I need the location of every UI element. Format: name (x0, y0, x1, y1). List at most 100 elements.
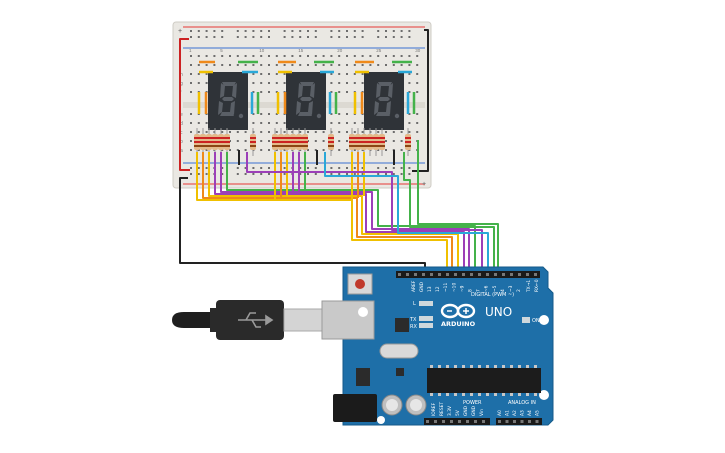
rail-plus-label-bottom: + (422, 181, 426, 188)
pin-label-digital: 12 (435, 286, 441, 292)
wire-bundle[interactable] (179, 29, 499, 276)
pin-label-digital: ~3 (508, 285, 514, 292)
pin-label-digital: ~9 (459, 285, 465, 292)
resistor[interactable] (200, 128, 206, 156)
on-led-label: ON (532, 318, 540, 324)
wire-orange-a[interactable] (202, 152, 453, 276)
pin-label-power: 3.3V (447, 406, 453, 416)
seven-segment-display[interactable] (208, 72, 248, 130)
usb-plug-icon (238, 312, 274, 328)
pin-label-analog: A1 (505, 410, 511, 416)
breadboard-jumpers[interactable] (197, 60, 416, 114)
resistors[interactable] (194, 128, 411, 156)
resistor[interactable] (272, 128, 278, 156)
pin-label-power: 5V (455, 410, 461, 416)
resistor[interactable] (405, 128, 411, 156)
pin-label-digital: 2 (516, 289, 522, 292)
resistor[interactable] (250, 128, 256, 156)
atmega-chip (427, 368, 541, 393)
column-number: 20 (337, 48, 343, 53)
wire-digit-select-2[interactable] (324, 152, 489, 276)
pin-label-gnd: GND (419, 281, 425, 292)
wire-digit-select-1[interactable] (246, 152, 483, 276)
pin-label-digital: 4 (500, 289, 506, 292)
pin-label-analog: A3 (520, 410, 526, 416)
resistor[interactable] (278, 128, 284, 156)
resistor[interactable] (290, 128, 296, 156)
wire-digit-select-3[interactable] (403, 152, 495, 276)
pin-label-analog: A5 (535, 410, 541, 416)
analog-header-label: ANALOG IN (508, 400, 536, 406)
pin-label-digital: ~5 (492, 285, 498, 292)
pin-label-analog: A4 (527, 410, 533, 416)
pin-label-tx: TX→1 (526, 280, 532, 293)
tx-led-label: TX (409, 317, 417, 323)
pin-label-power: IOREF (431, 402, 437, 416)
usb-cable[interactable] (172, 300, 323, 340)
pin-label-analog: A0 (497, 410, 503, 416)
row-letter: c (180, 130, 183, 136)
resistor[interactable] (361, 128, 367, 156)
pin-label-power: GND (471, 405, 477, 416)
column-number: 1 (189, 48, 192, 53)
reset-button-icon (355, 279, 365, 289)
arduino-uno-board[interactable]: L TX RX ON ARDUINO UNO DIGITAL (PWM ~) P… (321, 266, 554, 426)
usb-b-socket (321, 300, 375, 340)
pin-label-digital: ~11 (443, 283, 449, 292)
power-header-label: POWER (463, 400, 482, 406)
rail-plus-label: + (178, 28, 182, 35)
seven-segment-display[interactable] (364, 72, 404, 130)
resistor[interactable] (373, 128, 379, 156)
resistor[interactable] (367, 128, 373, 156)
pin-label-digital: 8 (468, 289, 474, 292)
column-number: 10 (259, 48, 265, 53)
resistor[interactable] (194, 128, 200, 156)
l-led-label: L (413, 301, 416, 307)
resistor[interactable] (379, 128, 385, 156)
resistor[interactable] (224, 128, 230, 156)
row-letter: b (180, 139, 183, 145)
resistor[interactable] (206, 128, 212, 156)
wire-purple-b[interactable] (220, 152, 470, 276)
row-letter: h (180, 72, 183, 78)
rx-led-label: RX (410, 324, 417, 330)
resistor[interactable] (212, 128, 218, 156)
resistor[interactable] (355, 128, 361, 156)
pin-label-power: Vin (479, 409, 485, 416)
pin-label-power: GND (463, 405, 469, 416)
resistor[interactable] (218, 128, 224, 156)
arduino-infinity-icon (440, 303, 476, 319)
digital-header[interactable] (396, 271, 540, 278)
resistor[interactable] (296, 128, 302, 156)
wire-ground-right[interactable] (412, 29, 429, 172)
digital-header-label: DIGITAL (PWM ~) (471, 292, 514, 298)
wire-yellow-a[interactable] (196, 152, 448, 276)
resistor[interactable] (328, 128, 334, 156)
resistor[interactable] (349, 128, 355, 156)
column-number: 30 (415, 48, 421, 53)
column-number: 15 (298, 48, 304, 53)
wire-purple-a[interactable] (214, 152, 465, 276)
resistor[interactable] (302, 128, 308, 156)
wire-yellow-b[interactable] (208, 152, 459, 276)
analog-header[interactable] (496, 418, 542, 425)
pin-label-digital: 7 (476, 289, 482, 292)
seven-segment-displays[interactable] (208, 72, 404, 130)
column-number: 5 (220, 48, 223, 53)
pin-label-power: RESET (439, 402, 445, 416)
dc-power-jack (333, 394, 377, 422)
row-letter: a (180, 148, 183, 154)
pin-label-rx: RX←0 (534, 279, 540, 292)
wire-green-a[interactable] (226, 152, 476, 276)
arduino-brand: ARDUINO (441, 320, 476, 328)
pin-label-aref: AREF (411, 280, 417, 292)
pin-label-digital: 13 (427, 286, 433, 292)
wire-red-rail[interactable] (179, 38, 190, 171)
resistor[interactable] (284, 128, 290, 156)
seven-segment-display[interactable] (286, 72, 326, 130)
arduino-model: UNO (485, 305, 512, 319)
row-letter: g (180, 81, 183, 87)
row-letter: d (180, 121, 183, 127)
power-header[interactable] (424, 418, 490, 425)
